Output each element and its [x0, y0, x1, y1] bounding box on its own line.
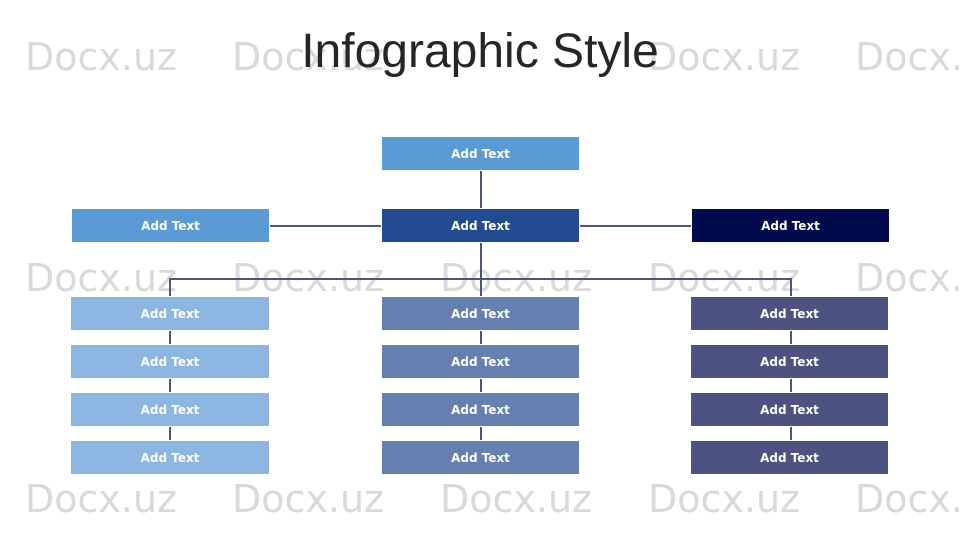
- watermark-text: Docx.uz: [648, 477, 800, 521]
- node-col3-item: Add Text: [690, 440, 889, 475]
- node-col1-item: Add Text: [70, 296, 270, 331]
- connector-top-center: [480, 170, 482, 210]
- watermark-text: Docx.uz: [232, 35, 384, 79]
- connector-center-down: [480, 242, 482, 298]
- node-col3-item: Add Text: [690, 344, 889, 379]
- watermark-text: Docx.uz: [232, 477, 384, 521]
- watermark-text: Docx.uz: [25, 477, 177, 521]
- node-left: Add Text: [71, 208, 270, 243]
- node-col2-item: Add Text: [381, 440, 580, 475]
- watermark-text: Docx.uz: [855, 35, 960, 79]
- connector-col1-vertical: [169, 330, 171, 442]
- connector-col2-vertical: [480, 330, 482, 442]
- watermark-text: Docx.uz: [25, 256, 177, 300]
- node-col3-item: Add Text: [690, 296, 889, 331]
- node-col1-item: Add Text: [70, 440, 270, 475]
- connector-center-right: [580, 225, 692, 227]
- node-col1-item: Add Text: [70, 392, 270, 427]
- connector-left-center: [270, 225, 382, 227]
- connector-col3-drop: [790, 278, 792, 298]
- node-col3-item: Add Text: [690, 392, 889, 427]
- connector-col3-vertical: [790, 330, 792, 442]
- node-center: Add Text: [381, 208, 580, 243]
- node-right: Add Text: [691, 208, 890, 243]
- watermark-text: Docx.uz: [648, 35, 800, 79]
- watermark-text: Docx.uz: [440, 477, 592, 521]
- node-top: Add Text: [381, 136, 580, 171]
- node-col2-item: Add Text: [381, 392, 580, 427]
- node-col1-item: Add Text: [70, 344, 270, 379]
- node-col2-item: Add Text: [381, 296, 580, 331]
- watermark-text: Docx.uz: [855, 477, 960, 521]
- watermark-text: Docx.uz: [855, 256, 960, 300]
- watermark-text: Docx.uz: [25, 35, 177, 79]
- connector-col1-drop: [169, 278, 171, 298]
- page-title: Infographic Style: [301, 25, 659, 78]
- node-col2-item: Add Text: [381, 344, 580, 379]
- connector-horizontal-bus: [169, 278, 792, 280]
